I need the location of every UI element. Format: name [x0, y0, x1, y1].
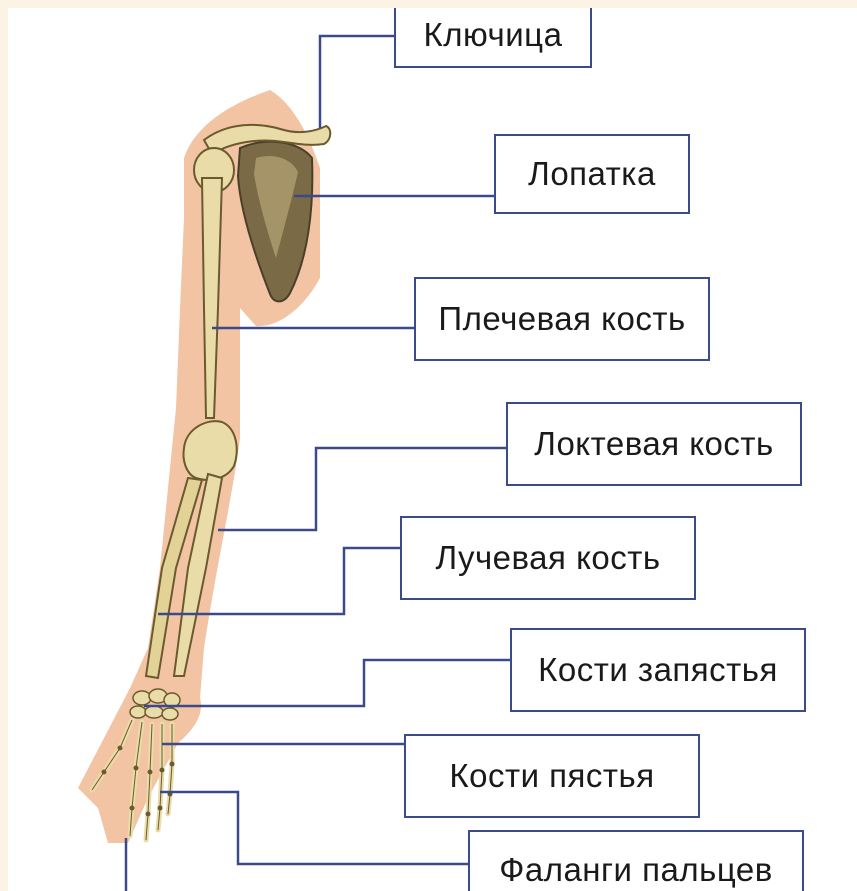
label-radius: Лучевая кость	[400, 516, 696, 600]
diagram-canvas: Ключица Лопатка Плечевая кость Локтевая …	[8, 8, 857, 891]
label-phalanges: Фаланги пальцев	[468, 830, 804, 891]
label-metacarpals: Кости пястья	[404, 734, 700, 818]
label-scapula: Лопатка	[494, 134, 690, 214]
label-ulna: Локтевая кость	[506, 402, 802, 486]
label-clavicle: Ключица	[394, 8, 592, 68]
leader-line-clavicle	[320, 36, 396, 128]
label-carpals: Кости запястья	[510, 628, 806, 712]
label-humerus: Плечевая кость	[414, 277, 710, 361]
